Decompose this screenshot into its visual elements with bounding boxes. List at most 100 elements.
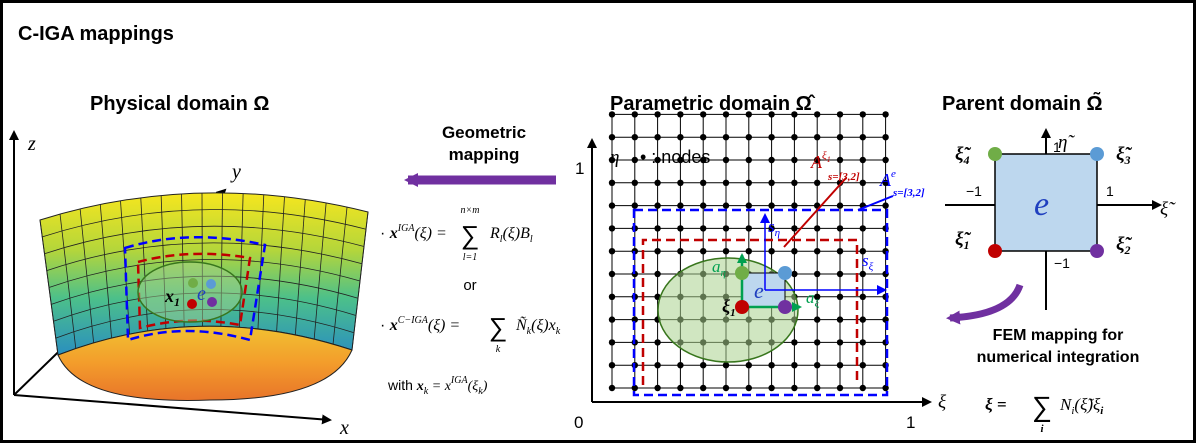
parametric-element-label: e bbox=[754, 278, 764, 303]
grid-node bbox=[677, 179, 684, 186]
geometric-eq2-rhs: Ñk(ξ)xk bbox=[515, 315, 561, 337]
grid-node bbox=[882, 111, 889, 118]
grid-node bbox=[768, 362, 775, 369]
parametric-node-green bbox=[735, 266, 749, 280]
grid-node bbox=[814, 293, 821, 300]
grid-node bbox=[722, 179, 730, 186]
grid-node bbox=[608, 362, 616, 369]
geometric-title-line1: Geometric bbox=[442, 123, 526, 142]
physical-domain: Physical domain Ω z y x e x1 bbox=[9, 93, 369, 439]
a-eta-label: aη bbox=[712, 257, 726, 279]
parametric-domain-title: Parametric domain Ω̂ bbox=[610, 93, 816, 115]
geometric-eq1-sum-top: n×m bbox=[461, 205, 480, 216]
figure-title: C-IGA mappings bbox=[18, 23, 174, 45]
s-eta-label: sη bbox=[768, 217, 780, 239]
grid-node bbox=[700, 179, 707, 186]
grid-node bbox=[768, 202, 775, 209]
grid-node bbox=[608, 293, 616, 300]
grid-node bbox=[791, 179, 798, 186]
nodes-legend: • : nodes bbox=[640, 147, 710, 167]
grid-node bbox=[768, 248, 775, 255]
parent-domain: Parent domain Ω̃ η̃ ξ̃ e 1 −1 1 −1 ξ̃4 ξ… bbox=[942, 91, 1176, 325]
grid-node bbox=[608, 384, 616, 392]
grid-node bbox=[791, 362, 798, 369]
grid-node bbox=[791, 339, 798, 346]
parametric-node-blue bbox=[778, 266, 792, 280]
parametric-support-blue bbox=[632, 208, 889, 397]
grid-node bbox=[722, 384, 730, 392]
grid-node bbox=[859, 339, 866, 346]
grid-node bbox=[882, 134, 889, 141]
grid-node bbox=[677, 248, 684, 255]
fem-mapping: FEM mapping for numerical integration ξ … bbox=[977, 327, 1140, 435]
grid-node bbox=[654, 362, 661, 369]
grid-node bbox=[631, 179, 638, 186]
parent-node-1 bbox=[988, 244, 1002, 258]
parent-domain-title: Parent domain Ω̃ bbox=[942, 91, 1103, 115]
grid-node bbox=[745, 156, 752, 164]
grid-node bbox=[700, 134, 707, 141]
grid-node bbox=[791, 270, 798, 278]
parametric-support-red bbox=[641, 238, 859, 385]
physical-node-green bbox=[188, 278, 198, 288]
geometric-eq1: · xIGA(ξ) = bbox=[380, 223, 447, 242]
parent-node-1-label: ξ̃1 bbox=[955, 229, 972, 252]
geometric-mapping: Geometric mapping · xIGA(ξ) = n×m ∑ l=1 … bbox=[380, 123, 561, 397]
parametric-tick-1-top: 1 bbox=[575, 159, 584, 178]
physical-node-blue bbox=[206, 279, 216, 289]
grid-node bbox=[722, 362, 730, 369]
a-xi1-leader bbox=[783, 177, 847, 248]
physical-influence-ellipse bbox=[137, 261, 243, 323]
surface-mesh-line bbox=[44, 225, 365, 255]
grid-node bbox=[654, 339, 661, 346]
geometric-eq2: · xC−IGA(ξ) = bbox=[380, 315, 460, 334]
grid-node bbox=[836, 384, 844, 392]
surface-mesh-line bbox=[46, 242, 363, 272]
parametric-node-purple bbox=[778, 300, 792, 314]
grid-node bbox=[768, 134, 775, 141]
surface-mesh-line bbox=[51, 275, 359, 305]
grid-node bbox=[654, 225, 661, 232]
grid-node bbox=[836, 339, 844, 346]
fem-eq-lhs: ξ = bbox=[985, 395, 1007, 414]
fem-line2: numerical integration bbox=[977, 349, 1140, 366]
physical-support-red bbox=[136, 252, 252, 330]
grid-node bbox=[608, 111, 616, 118]
geometric-eq1-rhs: Rl(ξ)Bl bbox=[489, 225, 533, 245]
x-axis-label: x bbox=[339, 417, 349, 439]
grid-node bbox=[608, 134, 616, 141]
grid-node bbox=[814, 156, 821, 164]
grid-node bbox=[836, 156, 844, 164]
grid-node bbox=[722, 156, 730, 164]
z-axis-label: z bbox=[27, 133, 36, 155]
geometric-title-line2: mapping bbox=[449, 145, 520, 164]
grid-node bbox=[745, 179, 752, 186]
parent-node-4 bbox=[988, 147, 1002, 161]
grid-node bbox=[608, 248, 616, 255]
grid-node bbox=[654, 111, 661, 118]
grid-node bbox=[814, 339, 821, 346]
y-axis-label: y bbox=[230, 161, 241, 183]
parametric-domain: Parametric domain Ω̂ η • : nodes 1 0 1 ξ… bbox=[574, 93, 947, 432]
grid-node bbox=[859, 248, 866, 255]
grid-node bbox=[745, 362, 752, 369]
grid-node bbox=[768, 156, 775, 164]
a-xi-label: aξ bbox=[806, 288, 820, 310]
parent-element bbox=[994, 153, 1098, 252]
grid-node bbox=[814, 225, 821, 232]
grid-node bbox=[859, 362, 866, 369]
grid-node bbox=[859, 270, 866, 278]
grid-node bbox=[608, 316, 616, 323]
surface-mesh-line bbox=[42, 209, 367, 238]
geometric-eq2-sigma: ∑ bbox=[489, 312, 508, 342]
parametric-node-red bbox=[735, 300, 749, 314]
geometric-with: with xk = xIGA(ξk) bbox=[387, 375, 488, 397]
grid-node bbox=[814, 248, 821, 255]
grid-node bbox=[814, 316, 821, 323]
a-e-leader bbox=[857, 195, 894, 211]
surface-front bbox=[57, 325, 353, 401]
parent-node-2-label: ξ̃2 bbox=[1116, 234, 1133, 257]
parametric-tick-0: 0 bbox=[574, 413, 583, 432]
grid-node bbox=[791, 111, 798, 118]
parent-node-3-label: ξ̃3 bbox=[1116, 144, 1133, 167]
